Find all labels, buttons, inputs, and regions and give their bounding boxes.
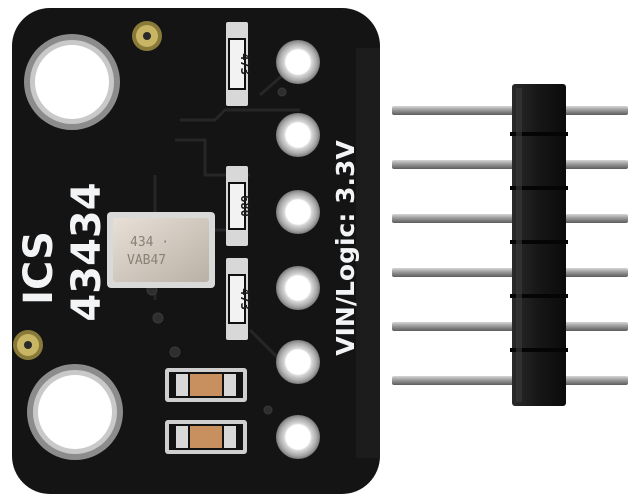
header-pin-2 bbox=[392, 160, 628, 169]
mic-text-line1: 434 · bbox=[130, 235, 169, 250]
fiducial-top bbox=[132, 21, 162, 51]
pin-header bbox=[392, 84, 628, 406]
capacitor-bottom bbox=[165, 420, 247, 454]
board-pin-pads bbox=[276, 40, 320, 459]
pcb-edge-shadow bbox=[356, 48, 380, 458]
resistor-top: 473 bbox=[226, 22, 252, 106]
board-side-label: VIN/Logic: 3.3V bbox=[331, 140, 360, 356]
resistor-low-code: 473 bbox=[238, 288, 252, 310]
resistor-mid-code: 680 bbox=[238, 195, 252, 217]
board-title-line2: 43434 bbox=[64, 182, 110, 321]
fiducial-left bbox=[13, 330, 43, 360]
header-pins bbox=[392, 106, 628, 385]
microphone-chip: 434 · VAB47 bbox=[107, 212, 215, 288]
header-pin-6 bbox=[392, 376, 628, 385]
header-pin-1 bbox=[392, 106, 628, 115]
capacitor-top bbox=[165, 368, 247, 402]
resistor-top-code: 473 bbox=[238, 53, 252, 75]
header-pin-4 bbox=[392, 268, 628, 277]
board-title-line1: ICS bbox=[16, 231, 62, 305]
header-plastic bbox=[510, 84, 568, 406]
mounting-hole-top-left bbox=[24, 34, 120, 130]
resistor-low: 473 bbox=[226, 258, 252, 340]
header-pin-3 bbox=[392, 214, 628, 223]
header-pin-5 bbox=[392, 322, 628, 331]
resistor-mid: 680 bbox=[226, 166, 252, 246]
mic-text-line2: VAB47 bbox=[127, 253, 166, 268]
mounting-hole-bottom-left bbox=[27, 364, 123, 460]
